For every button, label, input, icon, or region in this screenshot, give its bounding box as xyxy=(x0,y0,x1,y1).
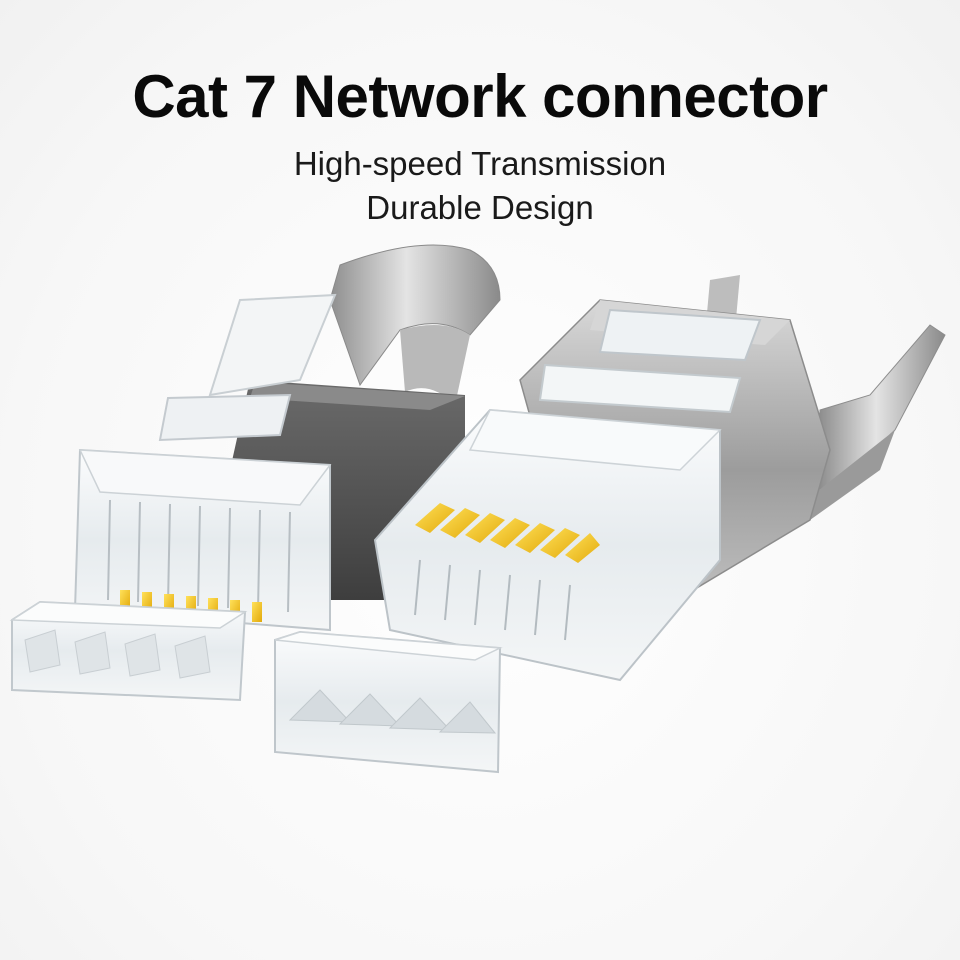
feature-line-2: Durable Design xyxy=(366,189,594,226)
feature-line-1: High-speed Transmission xyxy=(293,145,667,182)
left-metal-strain-relief xyxy=(329,244,501,405)
right-rj45-plug xyxy=(373,299,831,682)
gold-contacts xyxy=(415,503,600,563)
left-wire-load-bar xyxy=(9,600,248,702)
right-wire-load-bar xyxy=(274,630,503,774)
headline: Cat 7 Network connector xyxy=(132,63,828,130)
